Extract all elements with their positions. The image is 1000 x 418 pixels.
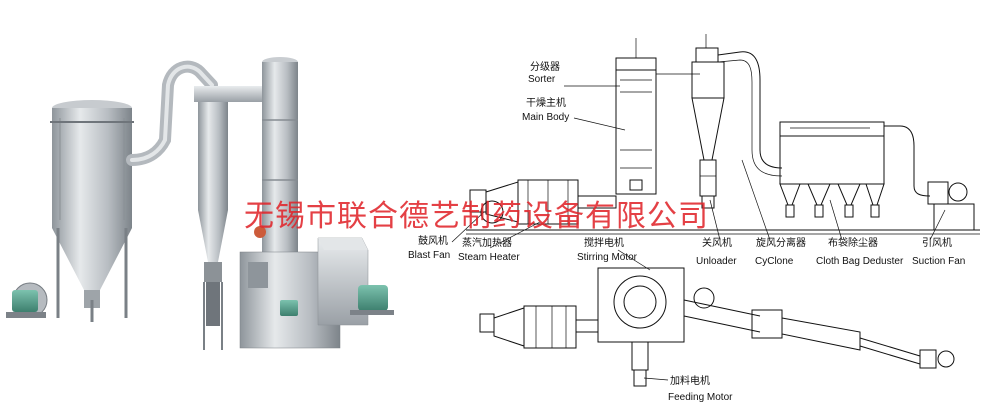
label-sorter-en: Sorter: [528, 74, 556, 85]
labels: 分级器 Sorter 干燥主机 Main Body 鼓风机 Blast Fan …: [408, 61, 965, 403]
label-feeding-motor-en: Feeding Motor: [668, 392, 733, 403]
label-suction-fan-en: Suction Fan: [912, 256, 965, 267]
label-cloth-bag-zh: 布袋除尘器: [828, 236, 878, 249]
cloth-bag-schematic: [779, 121, 931, 218]
label-blast-fan-zh: 鼓风机: [418, 234, 448, 247]
suction-fan-schematic: [927, 181, 975, 231]
company-watermark: 无锡市联合德艺制药设备有限公司: [244, 199, 709, 234]
cyclone-3d: [194, 86, 274, 350]
label-blast-fan-en: Blast Fan: [408, 250, 450, 261]
label-suction-fan-zh: 引风机: [922, 236, 952, 249]
label-steam-heater-zh: 蒸汽加热器: [462, 236, 512, 249]
label-steam-heater-en: Steam Heater: [458, 252, 520, 263]
label-unloader-en: Unloader: [696, 256, 737, 267]
render-3d: [6, 57, 394, 350]
label-sorter-zh: 分级器: [530, 61, 560, 73]
schematic: 分级器 Sorter 干燥主机 Main Body 鼓风机 Blast Fan …: [408, 34, 980, 403]
label-cloth-bag-en: Cloth Bag Deduster: [816, 256, 904, 267]
feeder-schematic: [479, 267, 955, 387]
label-cyclone-zh: 旋风分离器: [756, 236, 806, 249]
label-cyclone-en: CyClone: [755, 256, 794, 267]
label-stirring-motor-zh: 搅拌电机: [584, 236, 624, 249]
label-stirring-motor-en: Stirring Motor: [577, 252, 638, 263]
main-body-3d: [239, 57, 394, 349]
main-body-schematic: [615, 38, 700, 195]
label-unloader-zh: 关风机: [702, 236, 732, 249]
label-main-body-en: Main Body: [522, 112, 569, 123]
heater-schematic: [469, 179, 617, 225]
leader-lines: [451, 85, 946, 381]
bag-filter-3d: [6, 100, 134, 322]
label-main-body-zh: 干燥主机: [526, 96, 566, 109]
cyclone-schematic: [691, 34, 783, 209]
label-feeding-motor-zh: 加料电机: [670, 374, 710, 387]
